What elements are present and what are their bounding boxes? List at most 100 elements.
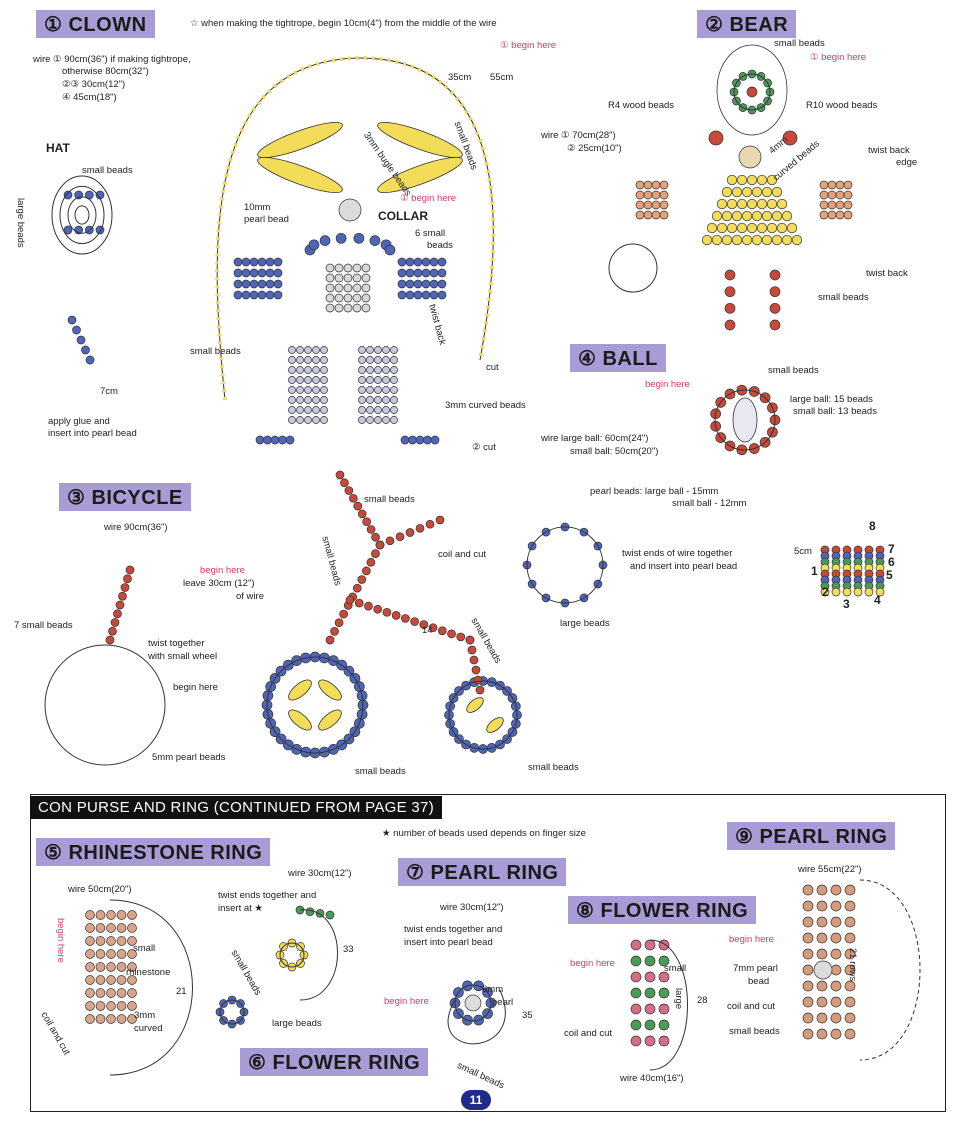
clown-cut-2: ② cut	[472, 442, 496, 453]
rhinestone-curved-bead	[127, 949, 137, 959]
clown-leg-bead	[312, 356, 320, 364]
clown-arm-bead	[413, 257, 423, 267]
hat-small-beads: small beads	[82, 165, 133, 176]
bear-body-bead	[766, 174, 778, 186]
bicycle-begin-here: begin here	[200, 565, 245, 576]
bicycle-small-wheel-wire	[44, 644, 166, 766]
hat-small-bead	[85, 355, 95, 365]
clown-leg-bead	[374, 376, 382, 384]
clown-leg-bead	[320, 386, 328, 394]
bicycle-frame-bead	[401, 614, 410, 623]
flower6-wire: wire 30cm(12")	[288, 868, 352, 879]
clown-leg-bead	[366, 406, 374, 414]
rhinestone-curved-bead	[106, 1001, 116, 1011]
page-number: 11	[461, 1090, 491, 1110]
clown-leg-bead	[288, 376, 296, 384]
bear-body-bead	[751, 186, 763, 198]
bear-body-bead	[776, 222, 788, 234]
bicycle-frame-bead	[335, 470, 345, 480]
bear-body-bead	[731, 210, 743, 222]
rhinestone-21: 21	[176, 986, 187, 997]
bicycle-twist-together-b: with small wheel	[148, 651, 218, 662]
bicycle-wire: wire 90cm(36")	[104, 522, 168, 533]
ball-assembled-bead	[864, 587, 874, 597]
bear-body-bead	[766, 222, 778, 234]
clown-pearl-10mm: 10mm	[244, 202, 271, 213]
hat-small-bead	[72, 325, 81, 335]
bear-body-bead	[746, 174, 758, 186]
rhinestone-curved-bead	[95, 975, 106, 985]
ball-assembled-bead	[820, 587, 830, 597]
rhinestone-3mm: 3mm	[134, 1010, 156, 1021]
clown-leg-bead	[358, 396, 366, 404]
rhinestone-curved-bead	[85, 1001, 95, 1011]
ball-pearl	[732, 397, 758, 443]
bicycle-frame-bead	[410, 617, 419, 626]
bear-body-bead	[716, 222, 728, 234]
hat-wire	[59, 185, 105, 245]
clown-body-bead	[325, 263, 335, 273]
pearl9-bead	[830, 932, 842, 944]
bear-leg-bead	[724, 302, 736, 314]
header-flower-ring-8: ⑧ FLOWER RING	[568, 896, 757, 924]
ball-begin-here: begin here	[645, 379, 690, 390]
clown-arm-bead	[257, 257, 267, 267]
clown-arm-bead	[437, 257, 447, 267]
bicycle-frame-bead	[366, 557, 376, 567]
clown-bugle-petal	[377, 122, 463, 158]
pearl9-bead	[830, 884, 842, 896]
clown-bugle-petal	[257, 122, 343, 158]
bear-body-bead	[701, 234, 713, 246]
bear-leg-bead	[724, 286, 736, 298]
clown-arm-bead	[437, 290, 447, 300]
flower8-begin-here: begin here	[570, 958, 615, 969]
clown-arm-bead	[421, 268, 431, 278]
clown-leg-bead	[296, 356, 304, 364]
rhinestone-curved-bead	[127, 1014, 137, 1024]
clown-leg-bead	[366, 376, 374, 384]
pearl9-bead: bead	[748, 976, 770, 987]
bear-arm-bead	[835, 210, 845, 220]
bear-body-bead	[726, 222, 738, 234]
bicycle-frame-bead	[437, 626, 447, 636]
clown-small-beads-left: small beads	[190, 346, 241, 357]
clown-leg-bead	[382, 406, 390, 414]
bear-r10-wood: R10 wood beads	[806, 100, 878, 111]
clown-leg-bead	[312, 386, 320, 394]
clown-leg-bead	[366, 366, 374, 374]
clown-body-bead	[343, 273, 353, 283]
clown-arm-bead	[429, 290, 439, 300]
header-pearl-ring-7: ⑦ PEARL RING	[398, 858, 567, 886]
bear-arm-bead	[819, 200, 829, 210]
clown-arm-bead	[249, 257, 259, 267]
bicycle-frame-bead	[334, 618, 344, 628]
clown-cut: cut	[486, 362, 499, 373]
rhinestone-curved-bead	[127, 975, 137, 985]
bear-body-bead	[761, 210, 773, 222]
hat-large-beads: large beads	[15, 198, 26, 248]
bicycle-small-bead	[108, 626, 117, 636]
bear-small-beads-bottom: small beads	[818, 292, 869, 303]
bear-body-bead	[721, 186, 733, 198]
flower8-bead	[644, 1019, 656, 1031]
clown-wire2: ②③ 30cm(12")	[62, 79, 126, 90]
pearl9-bead	[802, 964, 814, 976]
clown-note: ☆ when making the tightrope, begin 10cm(…	[190, 18, 497, 29]
pearl9-bead	[802, 996, 814, 1008]
clown-leg-bead	[366, 396, 374, 404]
clown-leg-bead	[304, 366, 312, 374]
bear-arm-bead	[843, 200, 853, 210]
bear-body-bead	[781, 234, 793, 246]
bicycle-frame-bead	[419, 620, 429, 629]
clown-leg-bead	[382, 386, 390, 394]
clown-leg-bead	[320, 416, 328, 424]
rhinestone-loop	[109, 899, 193, 1076]
flower6-loop	[299, 909, 338, 1001]
bicycle-pearl-spoke	[318, 679, 342, 701]
flower8-bead	[644, 1035, 656, 1047]
rhinestone-curved-bead	[85, 910, 95, 920]
clown-collar-bead	[308, 239, 320, 251]
clown-leg-bead	[374, 406, 382, 414]
clown-arm-bead	[265, 268, 275, 278]
rhinestone-curved-bead	[106, 936, 116, 946]
